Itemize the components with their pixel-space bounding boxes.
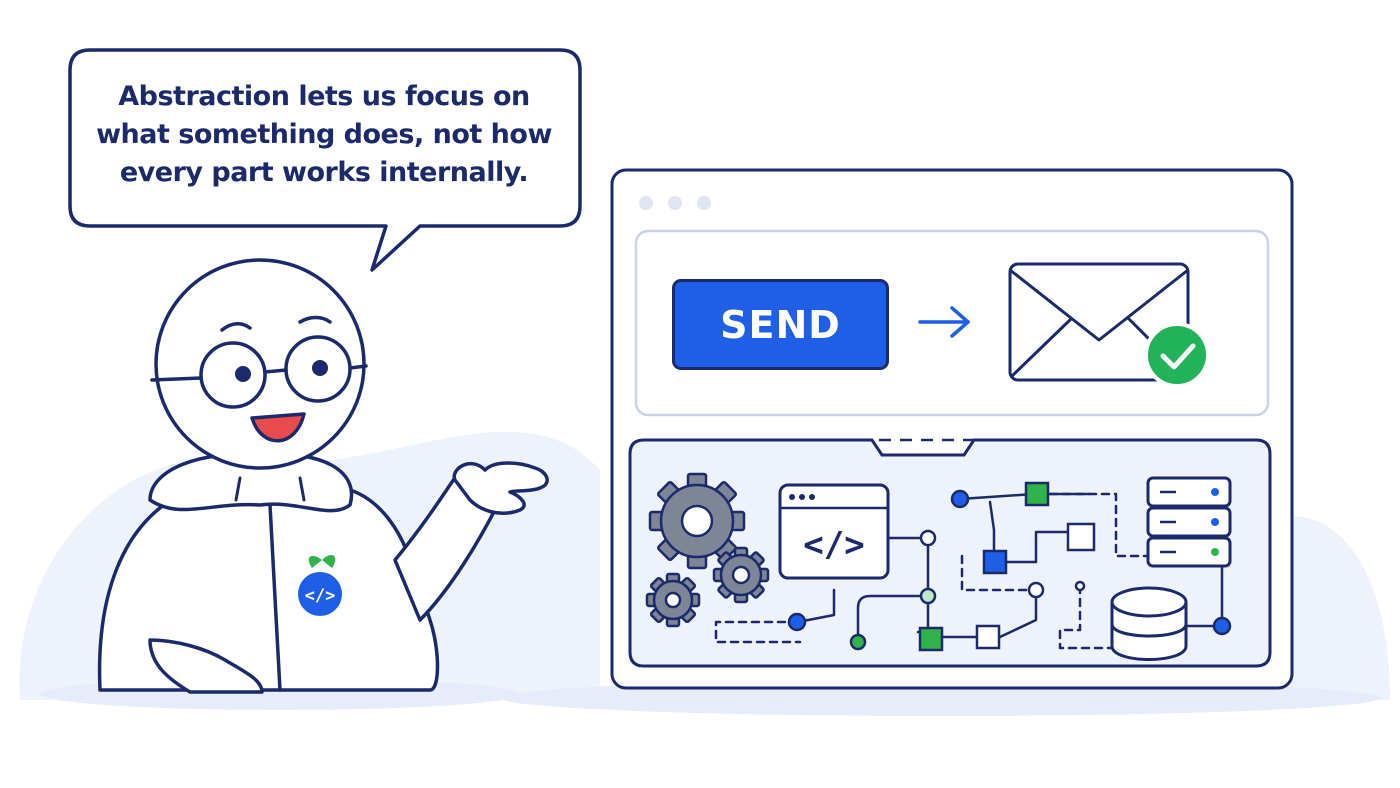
speech-bubble-text: Abstraction lets us focus on what someth… bbox=[70, 78, 578, 192]
envelope-icon bbox=[1008, 262, 1190, 382]
gear-icon bbox=[712, 546, 770, 604]
circuit-nodes bbox=[787, 481, 1232, 652]
gear-icon bbox=[648, 472, 746, 570]
database-icon bbox=[1110, 586, 1188, 661]
send-button[interactable]: SEND bbox=[672, 279, 889, 370]
badge-symbol: </> bbox=[305, 586, 336, 606]
window-dot bbox=[697, 196, 711, 210]
code-window-icon bbox=[778, 483, 890, 580]
gear-icon bbox=[645, 572, 701, 628]
open-hand bbox=[452, 461, 549, 515]
smile bbox=[250, 412, 306, 443]
speech-line: every part works internally. bbox=[119, 157, 529, 188]
head bbox=[154, 258, 366, 470]
app-window bbox=[610, 168, 1294, 690]
resting-arm bbox=[148, 638, 264, 694]
speech-bubble bbox=[68, 48, 582, 272]
badge-icon bbox=[298, 554, 342, 616]
window-dot bbox=[668, 196, 682, 210]
speech-line: Abstraction lets us focus on bbox=[118, 81, 530, 112]
glasses-icon bbox=[150, 335, 368, 409]
speech-line: what something does, not how bbox=[96, 119, 552, 150]
hood-collar bbox=[148, 452, 354, 513]
code-symbol: </> bbox=[803, 525, 864, 565]
check-circle-icon bbox=[1144, 322, 1210, 388]
window-dot bbox=[639, 196, 653, 210]
server-stack-icon bbox=[1146, 476, 1232, 568]
developer-character bbox=[97, 258, 549, 694]
arrow-right-icon bbox=[918, 306, 970, 338]
